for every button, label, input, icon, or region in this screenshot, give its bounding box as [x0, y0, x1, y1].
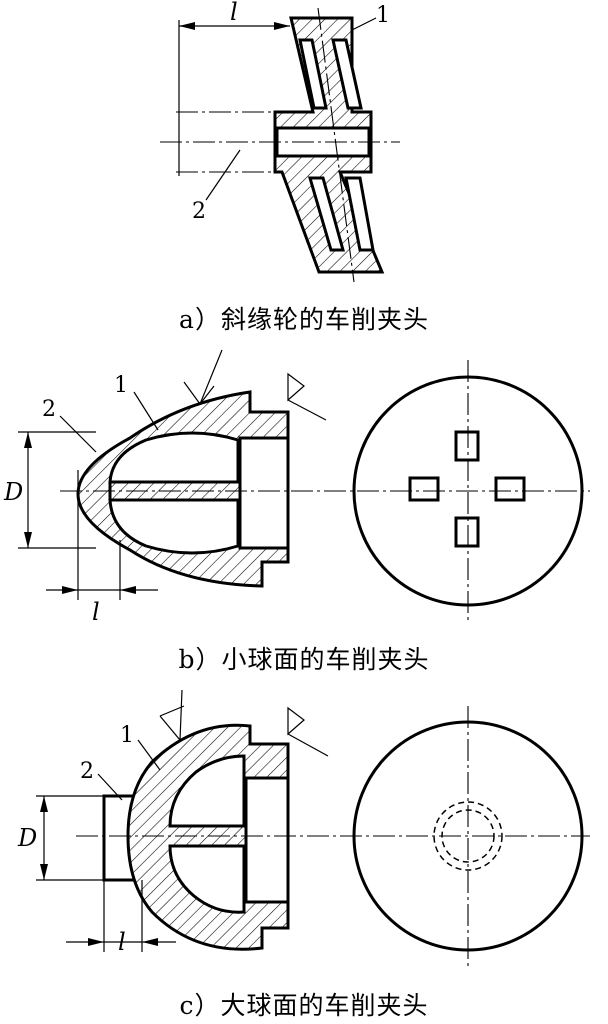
figure-b-label-1: 1	[114, 373, 128, 398]
figure-a-centerline-slanted	[317, 7, 355, 283]
figure-c-label-1: 1	[120, 723, 134, 748]
figure-b-surface-mark-1-leader	[199, 349, 223, 405]
figure-b-dim-D-label: D	[3, 478, 23, 506]
figure-c-section-view: D l 1 2	[17, 689, 590, 956]
figure-b-leader-1	[133, 391, 159, 431]
figure-c-arrow-l-left	[88, 938, 104, 946]
figure-a-label-2: 2	[192, 199, 206, 224]
figure-b-label-2: 2	[42, 397, 56, 422]
figure-b-cavity-upper	[108, 431, 240, 484]
figure-c-leader-1	[137, 739, 161, 771]
figure-b-arrow-D-top	[24, 432, 32, 448]
figure-b-caption: b）小球面的车削夹头	[178, 645, 430, 674]
figure-a-hub-bore	[275, 126, 371, 158]
figure-b-dim-l-label: l	[92, 598, 100, 626]
figure-a-caption: a）斜缘轮的车削夹头	[179, 305, 429, 334]
figure-a-drawing: l 1 2	[160, 0, 400, 283]
figure-b-arrow-D-bottom	[24, 532, 32, 548]
figure-c-cavity-lower	[168, 844, 246, 914]
figure-c-arrow-l-right	[142, 938, 158, 946]
figure-c-label-2: 2	[80, 759, 94, 784]
figure-a-cavity-upper-right	[331, 38, 363, 110]
figure-c-leader-2	[97, 773, 123, 801]
figure-b-leader-2	[59, 415, 97, 453]
figure-a-leader-2	[205, 149, 241, 201]
figure-b-bore	[238, 436, 290, 550]
figure-c-arrow-D-bottom	[40, 864, 48, 880]
figure-c-hidden-circle-inner	[441, 809, 495, 863]
figure-b-slot-left	[408, 476, 440, 502]
figure-a-cavity-lower-right	[344, 176, 375, 252]
figure-a-label-1: 1	[376, 3, 390, 28]
figure-c-bore	[244, 776, 290, 904]
figure-b-arrow-l-left	[62, 586, 78, 594]
figure-b-slot-top	[454, 430, 480, 462]
figure-c-surface-mark-2	[287, 706, 329, 757]
figure-a-leader-1	[351, 17, 377, 31]
figure-c-cavity-upper	[168, 754, 246, 828]
figure-a-arrow-right	[274, 22, 290, 30]
figure-a-cavity-lower-left	[308, 176, 345, 252]
figure-a-dim-l-label: l	[230, 0, 238, 26]
figure-b-slot-bottom	[454, 516, 480, 548]
figure-c-dim-l-label: l	[118, 928, 126, 956]
figure-c-dim-D-label: D	[17, 824, 37, 852]
figure-c-end-view	[352, 706, 584, 966]
figure-b-arrow-l-right	[120, 586, 136, 594]
figure-a-arrow-left	[179, 22, 195, 30]
figure-c-hidden-circle-outer	[433, 801, 503, 871]
figure-b-section-view: D l 1 2	[3, 349, 590, 626]
figure-b-end-view	[352, 360, 584, 622]
figure-b-cavity-lower	[108, 498, 240, 555]
figure-b-surface-mark-2	[287, 372, 327, 421]
figure-a-cavity-upper-left	[298, 38, 328, 110]
figure-c-caption: c）大球面的车削夹头	[179, 991, 429, 1020]
figure-c-surface-mark-1	[159, 689, 185, 742]
figure-b-slot-right	[494, 476, 526, 502]
figure-c-arrow-D-top	[40, 796, 48, 812]
